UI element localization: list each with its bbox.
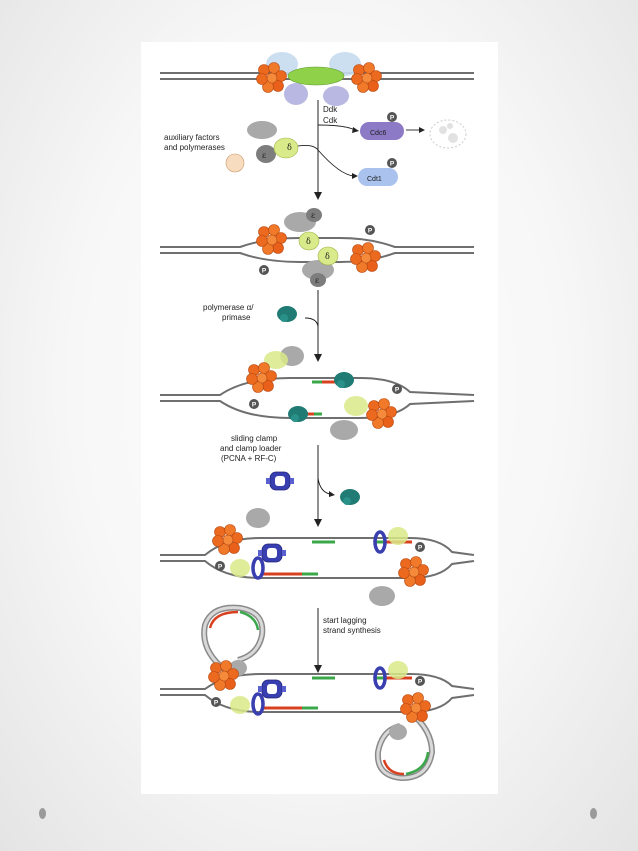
step-1-arrows: [287, 100, 425, 200]
degraded-cdc6: [429, 119, 467, 149]
stage-3-priming: [160, 346, 475, 440]
replication-initiation-figure: P Ddk Cdk auxiliary factors and polymera…: [141, 42, 498, 794]
strand-synthesis-label: strand synthesis: [323, 626, 381, 635]
stage-1-origin: [160, 52, 474, 106]
replication-diagram: P Ddk Cdk auxiliary factors and polymera…: [160, 52, 475, 782]
primase-protein: [277, 306, 297, 322]
polymerase-alpha-label: polymerase α/: [203, 303, 254, 312]
clamp-loader-label: and clamp loader: [220, 444, 282, 453]
pcna-rfc-label: (PCNA + RF-C): [221, 454, 277, 463]
released-primase: [340, 489, 360, 505]
cdc6-label: Cdc6: [370, 130, 386, 137]
clamp-loader-protein: [265, 471, 295, 491]
delta-label-top: δ: [306, 237, 311, 246]
ddk-label: Ddk: [323, 105, 338, 114]
delta-label-bottom: δ: [325, 252, 330, 261]
polymerases-label: and polymerases: [164, 143, 225, 152]
stage-4-clamp-loading: [160, 508, 475, 606]
left-page-marker: [39, 808, 46, 819]
cdt1-label: Cdt1: [367, 176, 382, 183]
cdt1-protein: [358, 158, 398, 186]
delta-label: δ: [287, 143, 292, 152]
epsilon-label-top: ε: [311, 211, 315, 220]
cdk-label: Cdk: [323, 116, 338, 125]
auxiliary-factors-label: auxiliary factors: [164, 133, 220, 142]
epsilon-label: ε: [262, 151, 266, 160]
step-4-arrows: [314, 608, 322, 673]
step-3-arrows: [314, 445, 335, 527]
right-page-marker: [590, 808, 597, 819]
sliding-clamp-label: sliding clamp: [231, 434, 278, 443]
cdc6-protein: [360, 112, 404, 140]
stage-5-lagging-strand: [160, 604, 475, 782]
epsilon-label-bottom: ε: [315, 276, 319, 285]
primase-label: primase: [222, 313, 251, 322]
stage-2-preinitiation: [160, 208, 474, 287]
start-lagging-label: start lagging: [323, 616, 367, 625]
auxiliary-proteins: [225, 121, 299, 173]
step-2-arrows: [304, 290, 322, 362]
